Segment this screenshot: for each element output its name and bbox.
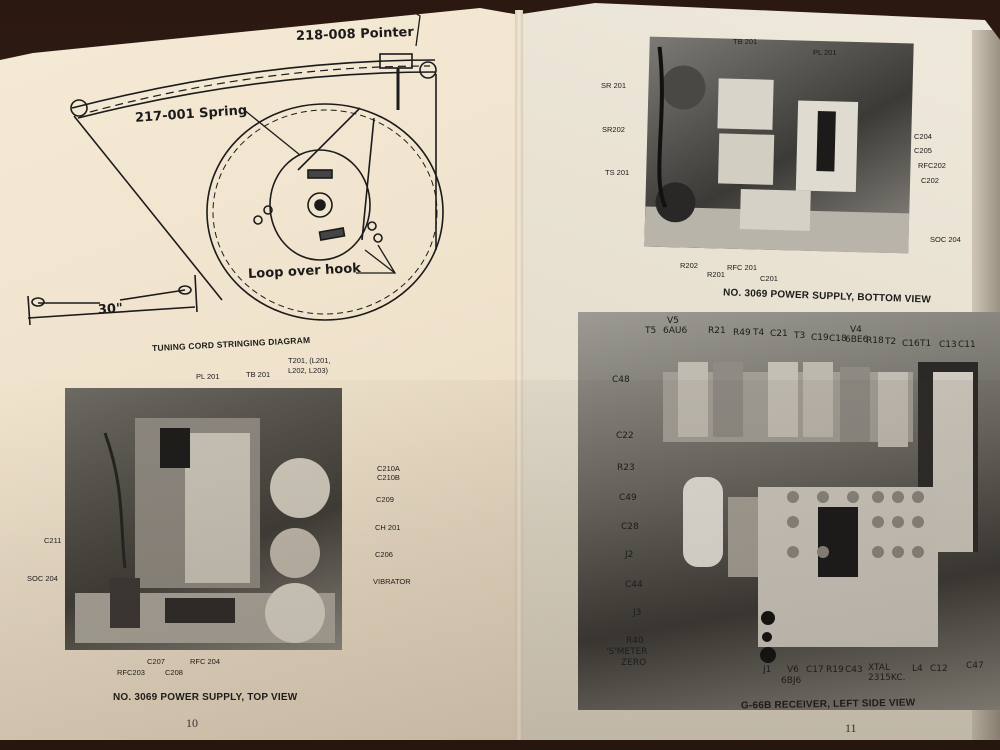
label-c16: C16 [902, 339, 920, 349]
pointer-label: 218-008 Pointer [295, 24, 415, 45]
label-v4-tube: 6BE6 [845, 335, 869, 345]
label-r40: R40 [626, 636, 644, 646]
label-rfc202: RFC202 [918, 161, 946, 170]
label-c44: C44 [625, 580, 643, 590]
label-v4: V4 [850, 325, 862, 335]
label-r49: R49 [733, 328, 751, 338]
label-s-meter: 'S'METER [606, 647, 648, 657]
label-c19: C19 [811, 333, 829, 343]
label-l4: L4 [912, 664, 923, 674]
label-c49: C49 [619, 493, 637, 503]
label-tb201-top: TB 201 [246, 370, 271, 379]
label-c28: C28 [621, 522, 639, 532]
label-v5-tube: 6AU6 [663, 326, 688, 336]
label-soc204-top: SOC 204 [27, 574, 58, 583]
label-pl201-bottom: PL 201 [813, 48, 837, 57]
label-c202: C202 [921, 176, 939, 185]
label-xtal-freq: 2315KC. [868, 673, 906, 683]
label-c18: C18 [829, 334, 847, 344]
label-r19: R19 [826, 665, 844, 675]
top-view-caption: NO. 3069 POWER SUPPLY, TOP VIEW [113, 692, 298, 703]
page-number-left: 10 [186, 716, 198, 730]
label-j2: J2 [625, 550, 634, 560]
label-c17: C17 [806, 665, 824, 675]
label-t5: T5 [645, 326, 657, 336]
label-pl201-top: PL 201 [196, 372, 220, 381]
label-c11: C11 [958, 340, 976, 350]
label-c209: C209 [376, 495, 394, 504]
label-c48: C48 [612, 375, 630, 385]
label-t2: T2 [885, 337, 897, 347]
label-c208: C208 [165, 668, 183, 677]
label-vibrator: VIBRATOR [373, 577, 411, 586]
label-sr202: SR202 [602, 125, 625, 134]
label-r202: R202 [680, 261, 698, 270]
label-c12: C12 [930, 664, 948, 674]
label-t1: T1 [920, 339, 932, 349]
label-t201-line1: T201, (L201, [288, 356, 331, 365]
label-c47: C47 [966, 661, 984, 671]
label-t201-line2: L202, L203) [288, 366, 329, 375]
label-r18: R18 [866, 336, 884, 346]
page-number-right: 11 [845, 721, 857, 735]
label-tb201-bottom: TB 201 [733, 37, 758, 46]
label-c211: C211 [44, 536, 62, 545]
label-c21: C21 [770, 329, 788, 339]
label-c22: C22 [616, 431, 634, 441]
label-c204: C204 [914, 132, 932, 141]
label-c206: C206 [375, 550, 393, 559]
label-zero: ZERO [621, 658, 647, 668]
label-v6-tube: 6BJ6 [781, 676, 802, 686]
tuning-cord-diagram [27, 9, 444, 326]
booklet-spine-gutter [515, 10, 523, 740]
label-c210a: C210A [377, 464, 400, 473]
label-t4: T4 [753, 328, 765, 338]
label-soc204-bottom: SOC 204 [930, 235, 961, 244]
label-ch201: CH 201 [375, 523, 401, 532]
receiver-left-side-photo [578, 312, 1000, 710]
label-sr201: SR 201 [601, 81, 627, 90]
label-j3: J3 [633, 608, 642, 618]
label-v6: V6 [787, 665, 799, 675]
label-rfc204: RFC 204 [190, 657, 221, 666]
label-c205: C205 [914, 146, 932, 155]
label-c210b: C210B [377, 473, 400, 482]
label-c43: C43 [845, 665, 863, 675]
label-c207: C207 [147, 657, 165, 666]
power-supply-bottom-view-photo [644, 36, 914, 254]
cord-length-label: 30" [97, 301, 124, 318]
label-c13: C13 [939, 340, 957, 350]
power-supply-top-view-photo [65, 388, 342, 650]
label-r23: R23 [617, 463, 635, 473]
label-v5: V5 [667, 316, 679, 326]
label-r201: R201 [707, 270, 725, 279]
label-ts201: TS 201 [605, 168, 630, 177]
label-rfc203: RFC203 [117, 668, 145, 677]
label-t3: T3 [794, 331, 806, 341]
label-c201: C201 [760, 274, 778, 283]
label-r21: R21 [708, 326, 726, 336]
label-xtal: XTAL [868, 663, 890, 673]
label-rfc201: RFC 201 [727, 263, 758, 272]
label-j1: J1 [763, 665, 772, 675]
